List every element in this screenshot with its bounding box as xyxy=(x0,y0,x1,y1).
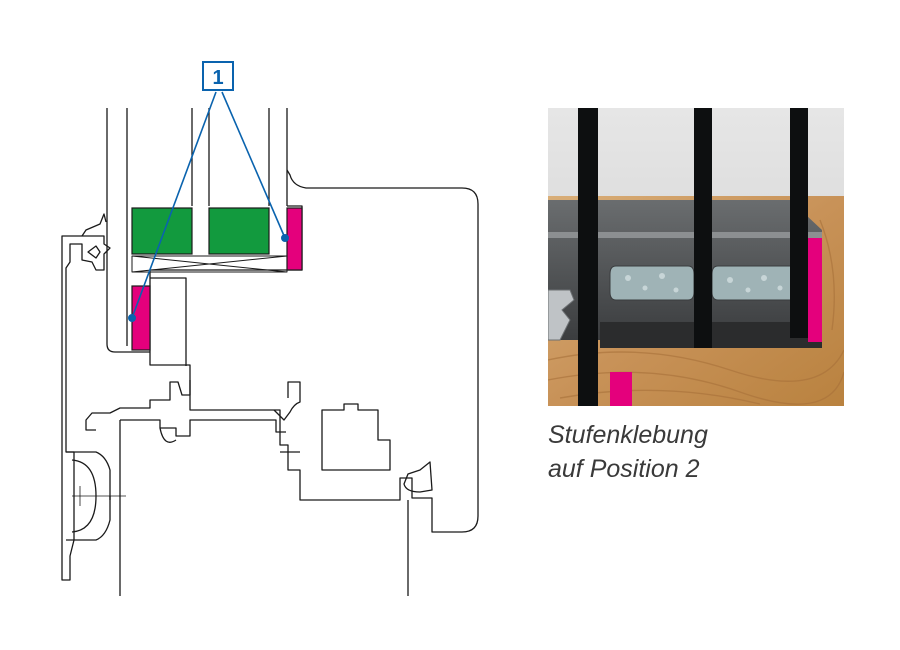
photo-caption: Stufenklebung auf Position 2 xyxy=(548,418,868,486)
sash-profile xyxy=(85,380,191,431)
callout-dot-upper xyxy=(280,234,289,243)
glass-panes xyxy=(106,108,288,353)
aluminium-profile xyxy=(61,213,126,581)
spacer-right xyxy=(208,207,270,255)
glass-spacers xyxy=(131,207,270,255)
photo-glass-panes xyxy=(578,108,808,406)
spacer-left xyxy=(131,207,193,255)
photo-adhesive xyxy=(610,238,822,406)
callout-dot-lower xyxy=(128,313,137,322)
photo-spacers xyxy=(609,265,797,301)
hardware-groove xyxy=(321,403,391,471)
callout-leaders xyxy=(128,91,289,322)
callout-number: 1 xyxy=(212,67,223,89)
photo-illustration xyxy=(548,108,844,406)
cross-section-drawing xyxy=(61,108,479,596)
caption-line-1: Stufenklebung xyxy=(548,421,708,449)
caption-line-2: auf Position 2 xyxy=(548,455,700,483)
timber-frame-outline xyxy=(149,169,479,533)
callout-marker: 1 xyxy=(202,61,234,91)
glazing-bead xyxy=(150,277,187,366)
adhesive-bead-upper xyxy=(286,207,303,271)
